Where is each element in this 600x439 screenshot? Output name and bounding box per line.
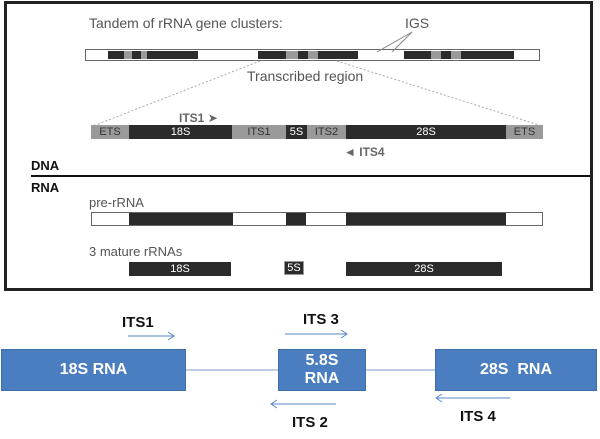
arrow-right-icon: ➤ bbox=[207, 111, 218, 125]
box-18s-label: 18S RNA bbox=[59, 361, 128, 378]
box-28s-rna: 28S RNA bbox=[435, 349, 597, 391]
its1-arrowhead bbox=[167, 331, 175, 341]
cluster-block bbox=[431, 51, 441, 59]
its4-label: ITS 4 bbox=[460, 408, 496, 425]
segment-18s: 18S bbox=[129, 125, 232, 139]
cluster-block bbox=[124, 51, 132, 59]
guide-lines bbox=[92, 31, 543, 127]
arrow-left-icon: ◄ bbox=[344, 145, 356, 159]
segment-ets-3: ETS bbox=[506, 125, 543, 139]
cluster-block bbox=[286, 51, 298, 59]
pre-rrna-label: pre-rRNA bbox=[89, 195, 144, 210]
dna-rna-divider bbox=[31, 175, 590, 177]
dna-label: DNA bbox=[31, 158, 60, 173]
segment-its1: ITS1 bbox=[232, 125, 286, 139]
mature-label: 28S bbox=[414, 263, 434, 275]
its4-primer-label: ITS4 bbox=[359, 145, 385, 159]
rna-label: RNA bbox=[31, 180, 60, 195]
igs-pointer-line bbox=[376, 31, 413, 53]
mature-5s: 5S bbox=[284, 261, 304, 275]
mature-rrna-label: 3 mature rRNAs bbox=[89, 244, 183, 259]
cluster-block bbox=[108, 51, 198, 59]
mature-28s: 28S bbox=[346, 262, 502, 276]
box-28s-label: 28S RNA bbox=[479, 361, 553, 378]
pre-rrna-28s bbox=[346, 213, 506, 225]
cluster-block bbox=[451, 51, 461, 59]
its3-arrowhead bbox=[340, 329, 348, 339]
its1-primer-label: ITS1 bbox=[179, 111, 205, 125]
segment-label: ITS1 bbox=[247, 126, 271, 138]
segment-label: ITS2 bbox=[314, 126, 339, 138]
transcribed-guide-line bbox=[92, 60, 261, 127]
rrna-figure-panel: Tandem of rRNA gene clusters: IGS Transc… bbox=[4, 1, 593, 291]
segment-ets-5: ETS bbox=[91, 125, 129, 139]
rdna-gene-bar: ETS 18S ITS1 5S ITS2 28S ETS bbox=[91, 125, 543, 139]
box-18s-rna: 18S RNA bbox=[1, 349, 186, 391]
segment-its2: ITS2 bbox=[307, 125, 346, 139]
its3-label: ITS 3 bbox=[303, 311, 339, 328]
segment-label: ETS bbox=[513, 126, 536, 138]
cluster-block bbox=[141, 51, 147, 59]
its1-primer: ITS1 ➤ bbox=[179, 111, 218, 125]
tandem-cluster-bar bbox=[85, 49, 540, 61]
segment-label: ETS bbox=[99, 126, 121, 138]
pre-rrna-18s bbox=[129, 213, 233, 225]
pre-rrna-bar bbox=[91, 212, 543, 226]
segment-label: 28S bbox=[416, 126, 436, 138]
transcribed-region-label: Transcribed region bbox=[247, 68, 364, 84]
its4-arrowhead bbox=[435, 393, 443, 403]
its4-primer: ◄ ITS4 bbox=[344, 145, 385, 159]
box-58s-rna: 5.8S RNA bbox=[278, 349, 366, 391]
box-58s-label-line2: RNA bbox=[304, 370, 340, 387]
its2-label: ITS 2 bbox=[292, 414, 328, 431]
tandem-title: Tandem of rRNA gene clusters: bbox=[89, 15, 283, 31]
pre-rrna-5s bbox=[286, 213, 306, 225]
its2-arrowhead bbox=[270, 399, 278, 409]
its1-label: ITS1 bbox=[122, 314, 154, 331]
mature-label: 5S bbox=[287, 262, 301, 274]
segment-label: 18S bbox=[170, 126, 191, 138]
mature-18s: 18S bbox=[129, 262, 231, 276]
cluster-block bbox=[308, 51, 318, 59]
igs-label: IGS bbox=[405, 15, 430, 31]
segment-label: 5S bbox=[289, 126, 304, 138]
mature-label: 18S bbox=[170, 263, 190, 275]
segment-28s: 28S bbox=[346, 125, 506, 139]
igs-pointer-line bbox=[391, 31, 413, 53]
box-58s-label-line1: 5.8S bbox=[305, 352, 339, 369]
segment-5s: 5S bbox=[286, 125, 307, 139]
